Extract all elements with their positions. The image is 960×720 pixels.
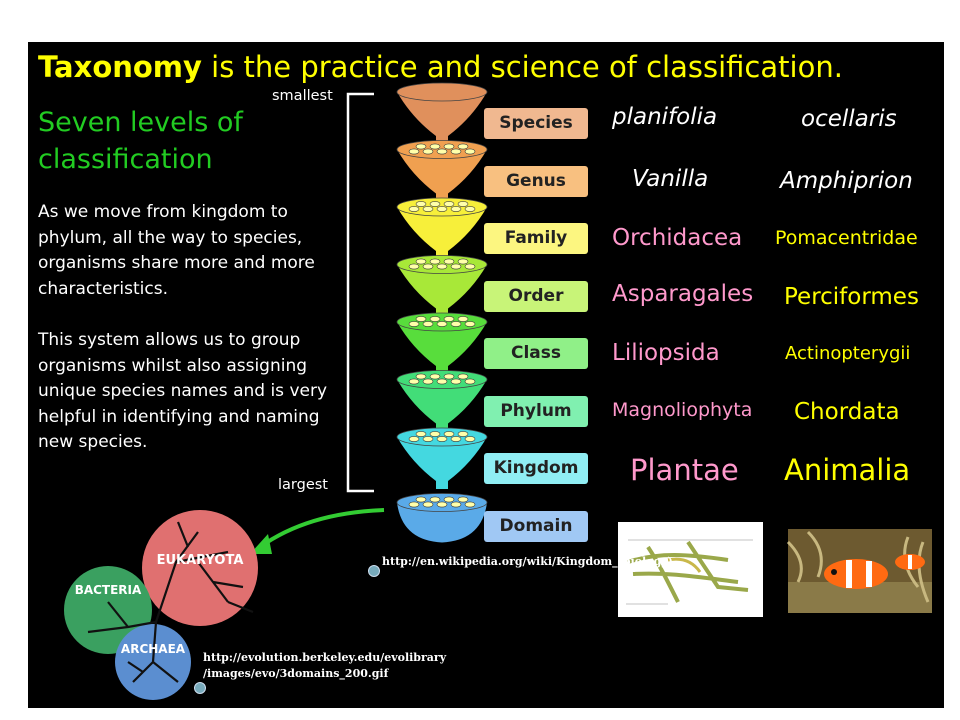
funnel-genus (396, 140, 488, 202)
source-link-wikipedia[interactable]: http://en.wikipedia.org/wiki/Kingdom_(bi… (382, 555, 673, 568)
funnel-domain (396, 493, 488, 543)
slide-title: Taxonomy is the practice and science of … (38, 50, 843, 84)
plant-name: Vanilla (632, 166, 709, 192)
funnel-species (396, 82, 488, 144)
level-label-family: Family (484, 223, 588, 254)
archaea-label: ARCHAEA (121, 642, 186, 656)
plant-name: Liliopsida (612, 340, 720, 366)
funnel-family (396, 197, 488, 259)
animal-name: Pomacentridae (775, 227, 918, 249)
eukaryota-circle (142, 510, 258, 626)
animal-name: Chordata (794, 399, 900, 425)
slide: Taxonomy is the practice and science of … (28, 42, 944, 708)
plant-name: Asparagales (612, 281, 754, 307)
source-link-berkeley-line-2[interactable]: /images/evo/3domains_200.gif (203, 667, 389, 680)
eukaryota-label: EUKARYOTA (157, 553, 244, 568)
domain-arrow-head (250, 534, 272, 554)
level-label-species: Species (484, 108, 588, 139)
bacteria-label: BACTERIA (75, 583, 142, 597)
globe-icon (368, 565, 380, 577)
level-label-kingdom: Kingdom (484, 453, 588, 484)
description-paragraph-2: This system allows us to group organisms… (38, 330, 328, 452)
level-label-class: Class (484, 338, 588, 369)
three-domains-illustration: EUKARYOTA BACTERIA ARCHAEA (64, 510, 258, 700)
diagram-graphics: EUKARYOTA BACTERIA ARCHAEA (64, 82, 932, 700)
vanilla-flower-image (618, 522, 763, 617)
plant-name: planifolia (612, 104, 718, 130)
animal-name: Perciformes (784, 284, 919, 310)
funnel-class (396, 312, 488, 374)
level-label-phylum: Phylum (484, 395, 588, 427)
level-label-domain: Domain (484, 510, 588, 542)
largest-label: largest (278, 477, 328, 493)
scale-bracket (346, 92, 374, 493)
funnel-stack (396, 82, 488, 543)
tree-branches (87, 521, 254, 683)
funnel-order (396, 255, 488, 317)
source-link-berkeley-line-1[interactable]: http://evolution.berkeley.edu/evolibrary (203, 651, 447, 664)
smallest-label: smallest (272, 88, 333, 104)
subheading: Seven levels of classification (38, 107, 243, 175)
funnel-phylum (396, 370, 488, 432)
level-label-order: Order (484, 280, 588, 312)
description-paragraph-1: As we move from kingdom to phylum, all t… (38, 202, 315, 299)
animal-name: ocellaris (801, 106, 897, 132)
animal-name: Actinopterygii (785, 343, 911, 364)
plant-name: Plantae (630, 453, 739, 487)
plant-name: Orchidacea (612, 225, 743, 251)
animal-name: Amphiprion (780, 168, 913, 194)
globe-icon (194, 682, 206, 694)
funnel-kingdom (396, 427, 488, 489)
clownfish-image (786, 529, 932, 613)
plant-name: Magnoliophyta (612, 399, 753, 421)
level-label-genus: Genus (484, 165, 588, 197)
domain-arrow (258, 508, 385, 549)
animal-name: Animalia (784, 453, 911, 487)
